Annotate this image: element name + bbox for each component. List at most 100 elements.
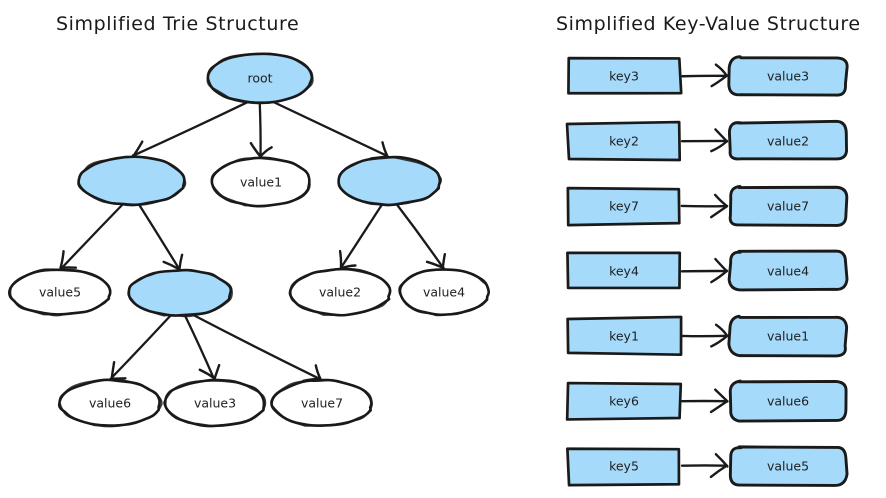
trie-node-value5[interactable]: value5: [8, 268, 112, 317]
key-box-shape: [566, 315, 683, 357]
value-box-value6[interactable]: value6: [728, 379, 848, 423]
edge-line: [183, 312, 216, 380]
value-box-shape: [728, 445, 849, 487]
value-box-value7[interactable]: value7: [728, 184, 849, 227]
key-label: key7: [609, 199, 639, 214]
value-box-shape: [728, 379, 848, 423]
arrowhead-stroke: [714, 257, 728, 273]
key-value-arrow: [680, 452, 729, 479]
key-label: key3: [609, 69, 639, 84]
value-box-shape: [727, 119, 848, 161]
key-value-arrow: [680, 257, 729, 284]
trie-node-value7[interactable]: value7: [270, 378, 373, 427]
node-shape-secondary-stroke: [270, 378, 373, 427]
arrowhead-stroke: [710, 269, 729, 284]
node-shape-secondary-stroke: [398, 268, 490, 317]
trie-edge: [59, 201, 126, 270]
trie-edge: [136, 201, 184, 271]
key-label: key5: [609, 459, 639, 474]
key-value-arrow: [680, 323, 729, 348]
edge-line: [258, 99, 262, 159]
key-box-key7[interactable]: key7: [566, 186, 681, 227]
value-box-value5[interactable]: value5: [728, 445, 849, 487]
trie-node-group: root value1 value5 value2 value4 value6 value3…: [8, 52, 491, 428]
value-label: value1: [767, 329, 809, 344]
key-box-key5[interactable]: key5: [566, 447, 681, 487]
arrowhead-stroke: [714, 128, 729, 143]
value-box-value1[interactable]: value1: [727, 314, 849, 358]
edge-line: [60, 201, 126, 270]
trie-edge: [109, 312, 174, 381]
node-shape-secondary-stroke: [163, 379, 267, 428]
value-box-value3[interactable]: value3: [727, 55, 849, 97]
edge-line: [131, 100, 251, 157]
key-value-arrow: [681, 63, 729, 88]
trie-node-value6[interactable]: value6: [57, 378, 163, 428]
key-label: key2: [609, 134, 639, 149]
node-shape-secondary-stroke: [127, 269, 233, 318]
key-box-key2[interactable]: key2: [565, 120, 682, 162]
key-label: key1: [609, 329, 639, 344]
node-shape-secondary-stroke: [210, 157, 311, 207]
arrowhead-stroke: [259, 146, 273, 158]
key-box-key4[interactable]: key4: [566, 251, 682, 290]
edge-line: [109, 312, 174, 380]
trie-node-value2[interactable]: value2: [288, 267, 392, 317]
key-value-row: key4 value4: [566, 249, 849, 292]
node-label: value1: [240, 175, 282, 190]
trie-node-value3[interactable]: value3: [163, 378, 267, 428]
key-value-row: key1 value1: [566, 314, 849, 358]
value-label: value4: [767, 264, 809, 279]
key-box-key3[interactable]: key3: [567, 56, 683, 95]
trie-node-internal-1[interactable]: [77, 155, 187, 207]
edge-line: [394, 201, 445, 270]
trie-edge-group: [59, 99, 447, 382]
value-box-shape: [728, 184, 849, 227]
arrowhead-stroke: [710, 140, 728, 153]
key-box-key1[interactable]: key1: [566, 315, 683, 357]
node-label: value4: [423, 285, 465, 300]
arrowhead-stroke: [709, 464, 728, 479]
key-label: key6: [609, 394, 639, 409]
node-label: value3: [194, 396, 236, 411]
trie-node-value1[interactable]: value1: [210, 156, 311, 208]
edge-line: [270, 99, 389, 158]
key-value-arrow: [680, 193, 729, 219]
key-box-shape: [566, 251, 682, 290]
trie-edge: [270, 99, 389, 160]
arrowhead-stroke: [714, 323, 729, 337]
key-box-shape: [566, 447, 681, 487]
edge-line: [190, 312, 322, 381]
arrowhead-stroke: [314, 364, 322, 380]
edge-line: [339, 201, 385, 269]
key-box-shape: [567, 56, 683, 95]
key-value-row: key3 value3: [567, 55, 849, 97]
trie-node-value4[interactable]: value4: [398, 268, 491, 317]
right-panel-title: Simplified Key-Value Structure: [556, 13, 861, 35]
key-value-arrow: [680, 388, 729, 414]
arrowhead-stroke: [178, 253, 184, 271]
key-box-key6[interactable]: key6: [565, 381, 683, 421]
arrowhead-stroke: [441, 253, 447, 270]
trie-edge: [249, 99, 273, 159]
arrowhead-stroke: [198, 368, 216, 380]
trie-node-internal-3[interactable]: [337, 155, 443, 207]
trie-node-root[interactable]: root: [206, 52, 314, 105]
arrowhead-stroke: [714, 388, 729, 403]
key-box-shape: [566, 186, 681, 227]
value-box-shape: [727, 314, 849, 358]
arrowhead-stroke: [381, 141, 389, 158]
node-shape-secondary-stroke: [77, 155, 187, 207]
key-value-row-group: key3 value3 key2 value2 key7 value7 key4 value4…: [565, 55, 849, 487]
value-label: value3: [767, 69, 809, 84]
trie-node-internal-5[interactable]: [127, 268, 233, 318]
node-shape-secondary-stroke: [289, 268, 392, 317]
value-box-value2[interactable]: value2: [727, 119, 848, 161]
arrowhead-stroke: [338, 249, 343, 269]
value-label: value6: [767, 394, 809, 409]
node-label: value5: [39, 285, 81, 300]
left-panel-title: Simplified Trie Structure: [56, 13, 299, 35]
node-label: root: [247, 71, 272, 86]
value-box-value4[interactable]: value4: [727, 249, 849, 292]
